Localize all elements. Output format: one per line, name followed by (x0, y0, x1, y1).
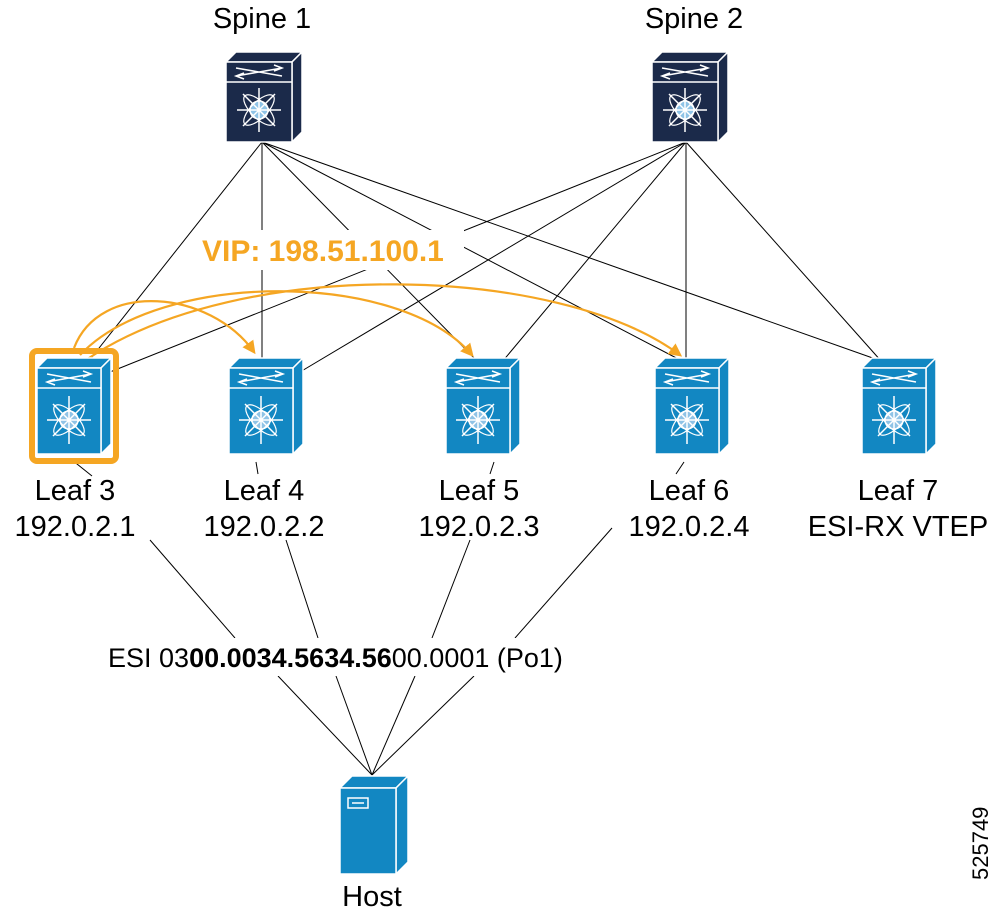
link-esi-host-3 (371, 675, 416, 776)
esi-suffix: 00.0001 (Po1) (392, 643, 563, 673)
leaf-6-ip: 192.0.2.4 (629, 511, 750, 543)
link-spine1-leaf6 (261, 141, 685, 363)
spine-switch-icon (224, 50, 304, 144)
arrow-leaf3-leaf5 (79, 290, 474, 358)
esi-bold-segment: 00.0034.5634.56 (189, 643, 392, 673)
esi-prefix: ESI 03 (108, 643, 189, 673)
leaf-7 (860, 356, 938, 456)
leaf-switch-icon (653, 356, 731, 456)
esi-label-bg (100, 638, 648, 676)
figure-number: 525749 (968, 807, 993, 880)
spine-1-label: Spine 1 (213, 3, 311, 35)
leaf-switch-icon (35, 356, 113, 456)
vip-label-bg (196, 230, 464, 270)
replication-arrows (72, 283, 683, 361)
leaf-4-ip: 192.0.2.2 (204, 511, 325, 543)
leaf-host-links (71, 459, 685, 776)
spine-1 (224, 50, 304, 144)
leaf-7-name: Leaf 7 (858, 475, 939, 507)
leaf-7-ip: ESI-RX VTEP (808, 511, 989, 543)
leaf-3-highlight (29, 348, 119, 464)
link-esi-host-4 (371, 675, 475, 776)
leaf4-label-tick (255, 461, 259, 475)
spine-2-label: Spine 2 (645, 3, 743, 35)
leaf-switch-icon (227, 356, 305, 456)
leaf-3-ip: 192.0.2.1 (15, 511, 136, 543)
leaf-3-name: Leaf 3 (35, 475, 116, 507)
link-spine1-leaf7 (261, 141, 885, 363)
link-spine2-leaf4 (299, 141, 687, 373)
link-leaf3-esi (149, 539, 236, 639)
link-spine2-leaf7 (685, 141, 883, 363)
leaf-6-name: Leaf 6 (649, 475, 730, 507)
leaf-switch-icon (860, 356, 938, 456)
leaf-3 (35, 356, 113, 456)
leaf-5-name: Leaf 5 (439, 475, 520, 507)
leaf-switch-icon (444, 356, 522, 456)
esi-label: ESI 0300.0034.5634.5600.0001 (Po1) (108, 643, 563, 673)
spine-switch-icon (650, 50, 730, 144)
vip-label: VIP: 198.51.100.1 (202, 235, 444, 268)
leaf-5-ip: 192.0.2.3 (419, 511, 540, 543)
leaf-6 (653, 356, 731, 456)
leaf6-label-tick (675, 461, 685, 475)
link-leaf4-esi (285, 539, 319, 639)
link-spine2-leaf5 (501, 141, 687, 363)
leaf5-label-tick (489, 461, 495, 475)
leaf-4 (227, 356, 305, 456)
host-label: Host (342, 881, 402, 913)
link-leaf5-esi (431, 539, 471, 639)
link-spine1-leaf3 (87, 141, 263, 363)
link-esi-host-2 (335, 675, 373, 776)
leaf-4-name: Leaf 4 (224, 475, 305, 507)
arrow-leaf3-leaf6 (85, 283, 683, 361)
arrow-leaf3-leaf4 (72, 300, 256, 355)
link-esi-host-1 (277, 675, 373, 776)
link-leaf6-esi (514, 527, 613, 639)
leaf-5 (444, 356, 522, 456)
host (338, 774, 410, 876)
spine-2 (650, 50, 730, 144)
server-icon (338, 774, 410, 876)
